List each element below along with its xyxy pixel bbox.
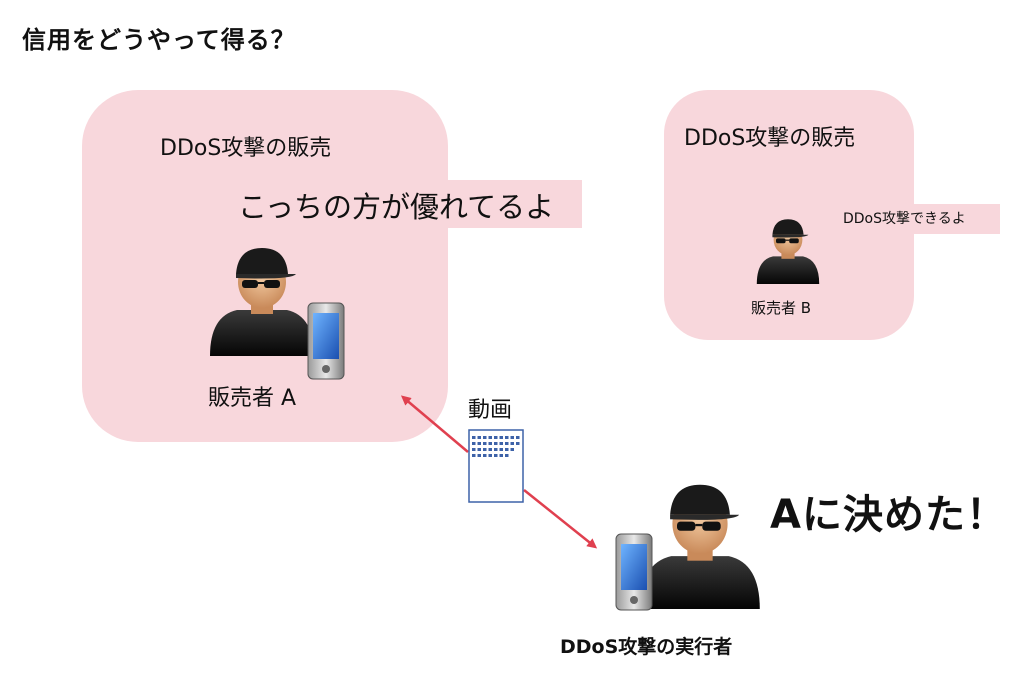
executor-smartphone-icon: [615, 533, 653, 611]
executor-hacker-icon: [640, 484, 760, 609]
seller-a-smartphone-icon: [307, 302, 345, 380]
video-document-dot: [472, 448, 476, 451]
video-document-dot: [483, 436, 487, 439]
seller-a-label: 販売者 A: [208, 386, 297, 411]
video-document-dot: [494, 454, 498, 457]
seller-a-hacker-icon: [210, 248, 314, 356]
video-document-dot: [499, 448, 503, 451]
video-document-dot: [488, 448, 492, 451]
video-label: 動画: [468, 398, 513, 423]
video-document-dot: [472, 442, 476, 445]
video-document-dot: [516, 436, 520, 439]
video-document-dot: [505, 436, 509, 439]
seller-a-callout-bg: [230, 180, 582, 228]
seller-b-box-title: DDoS攻撃の販売: [684, 126, 856, 151]
seller-a-box-title: DDoS攻撃の販売: [160, 136, 332, 161]
decision-text: Aに決めた！: [770, 492, 1007, 538]
executor-label: DDoS攻撃の実行者: [560, 636, 733, 658]
video-document-dot: [499, 442, 503, 445]
video-document-dot: [505, 448, 509, 451]
video-document-dot: [472, 436, 476, 439]
video-document-dot: [505, 442, 509, 445]
video-document-dot: [488, 442, 492, 445]
video-document-dot: [499, 454, 503, 457]
seller-b-hacker-icon: [756, 219, 820, 284]
diagram-title: 信用をどうやって得る？: [22, 26, 296, 54]
video-document-dot: [483, 454, 487, 457]
video-document-icon: [468, 429, 524, 503]
video-document-dot: [488, 436, 492, 439]
arrow-to-seller-a: [400, 395, 469, 453]
video-document-dot: [505, 454, 509, 457]
video-document-dot: [494, 436, 498, 439]
video-document-dot: [477, 436, 481, 439]
video-document-dot: [477, 442, 481, 445]
video-document-dot: [516, 442, 520, 445]
video-document-dot: [483, 448, 487, 451]
video-document-dot: [510, 442, 514, 445]
seller-b-callout-text: DDoS攻撃できるよ: [843, 211, 966, 227]
video-document-dot: [510, 448, 514, 451]
arrow-to-executor: [523, 489, 598, 549]
video-document-dot: [477, 448, 481, 451]
video-document-dot: [510, 436, 514, 439]
video-document-dot: [488, 454, 492, 457]
video-document-dot: [499, 436, 503, 439]
video-document-dot: [483, 442, 487, 445]
seller-a-callout-text: こっちの方が優れてるよ: [238, 190, 555, 224]
video-document-dot: [494, 442, 498, 445]
video-document-dot: [477, 454, 481, 457]
seller-b-callout-bg: [836, 204, 1000, 234]
video-document-dot: [494, 448, 498, 451]
seller-b-label: 販売者 B: [751, 299, 812, 317]
video-document-dot: [472, 454, 476, 457]
